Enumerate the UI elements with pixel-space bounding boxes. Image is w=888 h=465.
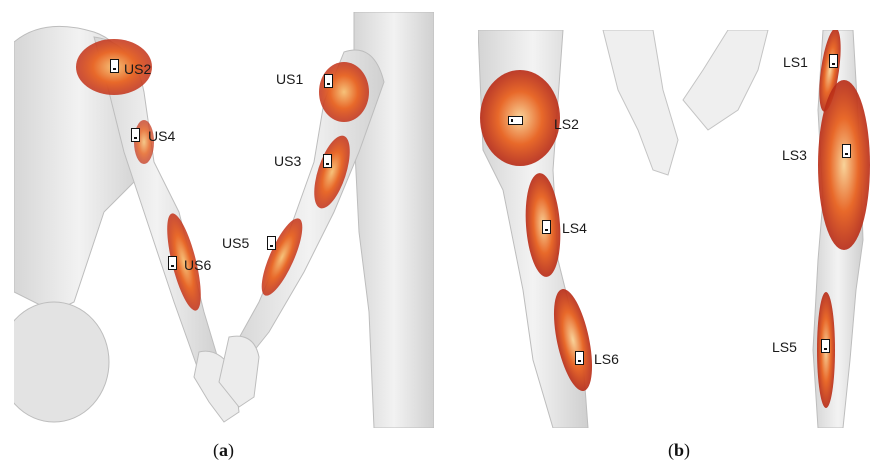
sensor-us5-label: US5 (222, 236, 249, 250)
sensor-ls6-label: LS6 (594, 352, 619, 366)
caption-a-close: ) (228, 440, 234, 460)
sensor-ls3-marker (842, 144, 851, 158)
caption-a: (a) (213, 440, 234, 461)
sensor-us3-label: US3 (274, 154, 301, 168)
caption-b: (b) (668, 440, 690, 461)
sensor-ls1-marker (829, 54, 838, 68)
sensor-us4-marker (131, 128, 140, 142)
sensor-us6-marker (168, 256, 177, 270)
lower-limb-panel: LS2 LS4 LS6 LS1 LS3 LS5 (478, 30, 876, 428)
hanging-hand-left (603, 30, 678, 175)
caption-b-letter: b (674, 440, 684, 460)
upper-limb-illustration (14, 12, 434, 428)
lower-limb-illustration (478, 30, 876, 428)
sensor-us1-label: US1 (276, 72, 303, 86)
sensor-ls3-label: LS3 (782, 148, 807, 162)
sensor-ls5-marker (821, 339, 830, 353)
caption-a-letter: a (219, 440, 228, 460)
sensor-ls2-marker (508, 116, 523, 125)
sensor-us4-label: US4 (148, 129, 175, 143)
sensor-ls4-marker (542, 220, 551, 234)
sensor-us6-label: US6 (184, 258, 211, 272)
sensor-ls6-marker (575, 351, 584, 365)
quadriceps-highlight (818, 80, 870, 250)
deltoid-right-highlight (319, 62, 369, 122)
sensor-us2-marker (110, 59, 119, 73)
sensor-us3-marker (323, 154, 332, 168)
sensor-us5-marker (267, 236, 276, 250)
left-hip (14, 302, 109, 422)
hanging-hand-right (683, 30, 768, 130)
sensor-us2-label: US2 (124, 62, 151, 76)
sensor-us1-marker (324, 74, 333, 88)
caption-b-close: ) (684, 440, 690, 460)
sensor-ls1-label: LS1 (783, 55, 808, 69)
upper-limb-panel: US2 US4 US6 US1 US3 US5 (14, 12, 434, 428)
sensor-ls2-label: LS2 (554, 117, 579, 131)
sensor-ls5-label: LS5 (772, 340, 797, 354)
sensor-ls4-label: LS4 (562, 221, 587, 235)
